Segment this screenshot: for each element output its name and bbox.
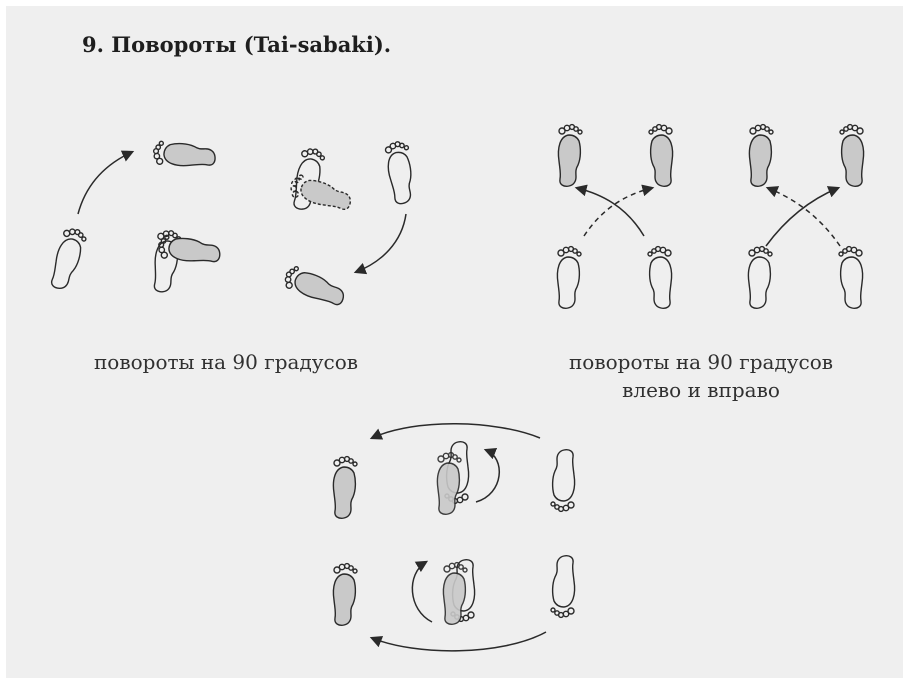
rotate-arrow (476, 450, 499, 502)
footprint-shaded (649, 125, 673, 187)
group-turn-180 (333, 424, 574, 651)
rotate-arrow (412, 562, 432, 622)
footprint-shaded (333, 457, 357, 519)
footprint-shaded (749, 125, 773, 187)
caption-line: повороты на 90 градусов (74, 348, 378, 376)
caption-turn-90-left-right: повороты на 90 градусов влево и вправо (526, 348, 876, 404)
footprint-outline (49, 226, 88, 292)
footprint-outline (557, 247, 581, 309)
footprint-outline (748, 247, 772, 309)
footprint-shaded (158, 235, 221, 264)
caption-line: влево и вправо (526, 376, 876, 404)
illustration-page: 9. Повороты (Tai-sabaki). (6, 6, 903, 678)
footprint-outline (551, 556, 575, 618)
footprint-shaded (333, 564, 357, 626)
group-turn-90-left-right (557, 125, 863, 309)
tai-sabaki-diagram (6, 6, 903, 678)
footprint-shaded (153, 141, 215, 167)
footprint-outline (384, 140, 418, 205)
caption-turn-90: повороты на 90 градусов (74, 348, 378, 376)
cross-arrow (577, 188, 644, 236)
footprint-outline (551, 450, 575, 512)
footprint-shaded (558, 125, 582, 187)
cross-arrow-dashed (584, 188, 652, 236)
group-turn-90 (49, 140, 418, 307)
footprint-shaded (443, 563, 467, 625)
turn-arrow (356, 214, 406, 272)
footprint-outline (648, 247, 672, 309)
footprint-shaded (282, 264, 348, 307)
turn-arrow (372, 632, 546, 651)
cross-arrow (766, 188, 838, 246)
footprint-outline (839, 247, 863, 309)
cross-arrow-dashed (768, 188, 840, 246)
footprint-shaded (840, 125, 864, 187)
footprint-shaded (288, 173, 354, 212)
turn-arrow (78, 152, 132, 214)
caption-line: повороты на 90 градусов (526, 348, 876, 376)
turn-arrow (372, 424, 540, 438)
